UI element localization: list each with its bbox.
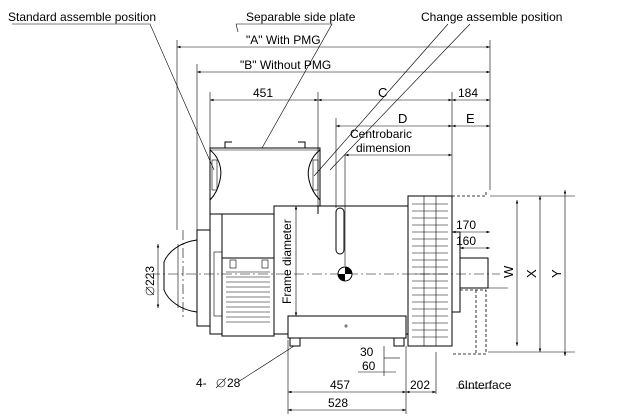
diameter-symbol-icon (215, 377, 227, 389)
dim-223: 223 (143, 266, 157, 286)
dim-457: 457 (330, 378, 350, 392)
label-change-position: Change assemble position (421, 10, 562, 24)
dim-184: 184 (458, 86, 478, 100)
left-louver-lines (226, 271, 270, 323)
label-interface: 6Interface (458, 378, 512, 392)
label-dimension: dimension (356, 141, 411, 155)
label-hole-dia: 28 (227, 376, 241, 390)
label-separable-plate: Separable side plate (246, 10, 356, 24)
label-centrobaric: Centrobaric (350, 127, 412, 141)
label-b-without-pmg: "B" Without PMG (240, 58, 331, 72)
centre-of-gravity-symbol (337, 266, 353, 282)
dim-170: 170 (456, 218, 476, 232)
extension-lines (176, 40, 575, 414)
annotation-labels: Standard assemble position Separable sid… (8, 10, 564, 410)
leader-lines (12, 23, 492, 389)
dim-451: 451 (253, 86, 273, 100)
dim-202: 202 (410, 378, 430, 392)
dim-528: 528 (328, 396, 348, 410)
right-louver-lines (412, 203, 448, 338)
dim-D: D (398, 111, 407, 126)
dim-X: X (524, 269, 539, 278)
dim-Y: Y (549, 269, 564, 278)
dim-60: 60 (362, 359, 376, 373)
label-frame-diameter: Frame diameter (280, 219, 294, 304)
dim-160: 160 (456, 234, 476, 248)
dim-W: W (501, 265, 516, 278)
dim-223-group: 223 (143, 266, 157, 296)
dim-30: 30 (360, 345, 374, 359)
dim-C: C (378, 85, 387, 100)
label-hole-spec: 4- (196, 376, 207, 390)
label-a-with-pmg: "A" With PMG (246, 33, 321, 47)
dim-E: E (466, 111, 475, 126)
generator-body (163, 141, 489, 355)
dimension-lines (156, 45, 567, 412)
label-standard-position: Standard assemble position (8, 10, 156, 24)
